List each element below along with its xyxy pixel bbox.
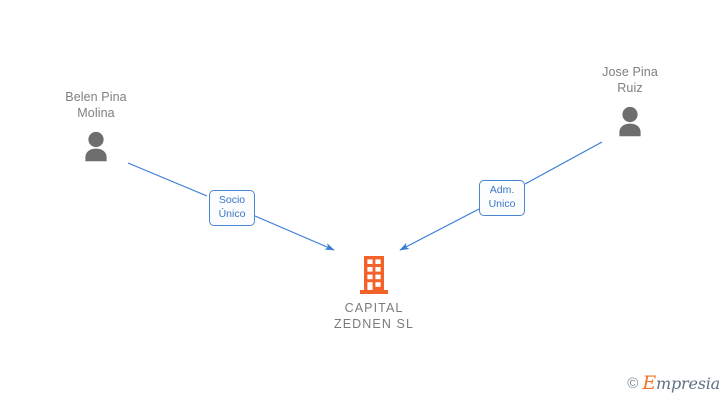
person-icon	[619, 106, 641, 137]
edge-line-jose-to-company-tail	[399, 208, 480, 251]
brand-wordmark: Empresia	[642, 374, 720, 393]
person-name-jose: Jose Pina Ruiz	[602, 65, 658, 95]
person-icon	[85, 131, 107, 162]
edge-line-belen-to-company	[127, 162, 208, 197]
company-node-capital-zednen[interactable]: CAPITAL ZEDNEN SL	[279, 256, 469, 332]
edge-label-adm-unico[interactable]: Adm. Unico	[479, 180, 525, 216]
brand-initial: E	[642, 372, 656, 394]
watermark-empresia: © Empresia	[627, 374, 720, 393]
brand-rest: mpresia	[656, 374, 720, 393]
edge-line-belen-to-company-tail	[254, 215, 335, 251]
person-node-belen[interactable]: Belen Pina Molina	[21, 90, 171, 163]
person-name-belen: Belen Pina Molina	[65, 90, 127, 120]
building-icon	[360, 256, 388, 294]
person-node-jose[interactable]: Jose Pina Ruiz	[555, 65, 705, 138]
edge-line-jose-to-company	[524, 141, 603, 185]
company-name-label: CAPITAL ZEDNEN SL	[333, 301, 415, 331]
copyright-icon: ©	[627, 375, 639, 392]
edge-label-socio-unico[interactable]: Socio Único	[209, 190, 255, 226]
